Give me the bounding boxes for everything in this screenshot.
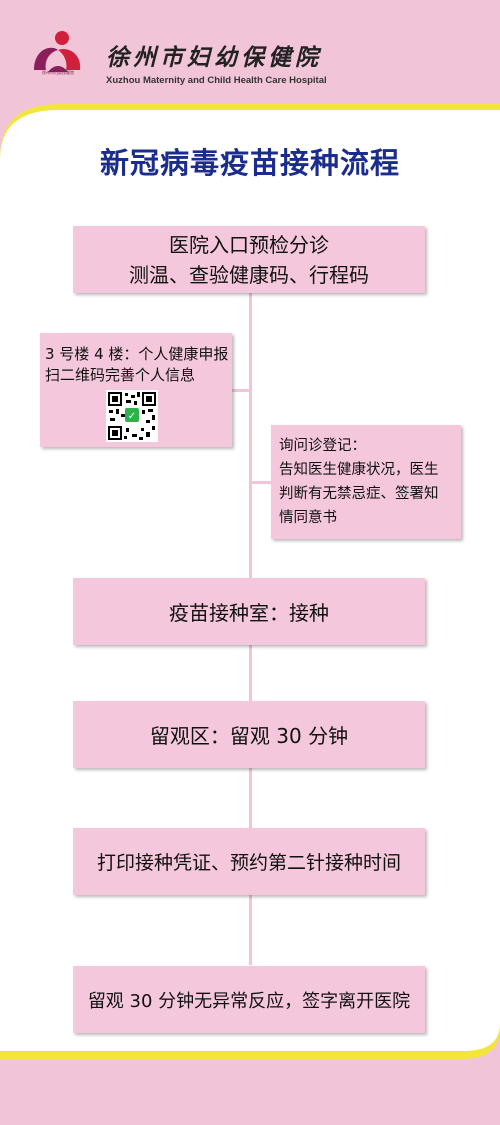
step-consult-line2: 告知医生健康状况，医生 — [279, 462, 439, 478]
step-consult-line4: 情同意书 — [279, 510, 337, 526]
page-title: 新冠病毒疫苗接种流程 — [99, 146, 400, 180]
left-branch-connector — [232, 389, 250, 392]
step-print-certificate-box: 打印接种凭证、预约第二针接种时间 — [73, 828, 425, 895]
step-vaccination-label: 疫苗接种室：接种 — [169, 601, 329, 625]
right-branch-connector — [251, 481, 271, 484]
step-register-line1: 3 号楼 4 楼：个人健康申报 — [45, 345, 229, 363]
hospital-name-en: Xuzhou Maternity and Child Health Care H… — [106, 75, 327, 86]
step-register-line2: 扫二维码完善个人信息 — [45, 366, 196, 384]
step-leave-box: 留观 30 分钟无异常反应，签字离开医院 — [73, 966, 425, 1033]
step-triage-box: 医院入口预检分诊 测温、查验健康码、行程码 — [73, 226, 425, 293]
qr-code-icon[interactable]: ✓ — [106, 390, 158, 442]
step-consult-box: 询问诊登记： 告知医生健康状况，医生 判断有无禁忌症、签署知 情同意书 — [271, 425, 461, 539]
hospital-logo-icon — [34, 31, 81, 72]
svg-text:✓: ✓ — [128, 411, 136, 422]
step-register-info-box: 3 号楼 4 楼：个人健康申报 扫二维码完善个人信息 ✓ — [40, 333, 232, 447]
header: 徐州市妇幼保健院 徐州市妇幼保健院 Xuzhou Maternity and C… — [0, 0, 500, 105]
step-triage-line2: 测温、查验健康码、行程码 — [129, 262, 369, 287]
step-observation-box: 留观区：留观 30 分钟 — [73, 701, 425, 768]
step-consult-line1: 询问诊登记： — [279, 438, 366, 454]
step-triage-line1: 医院入口预检分诊 — [169, 232, 329, 257]
logo-caption: 徐州市妇幼保健院 — [42, 70, 74, 75]
hospital-name-cn: 徐州市妇幼保健院 — [106, 44, 322, 71]
step-observation-label: 留观区：留观 30 分钟 — [149, 724, 349, 748]
step-print-certificate-label: 打印接种凭证、预约第二针接种时间 — [96, 852, 401, 874]
step-leave-label: 留观 30 分钟无异常反应，签字离开医院 — [87, 990, 411, 1012]
step-consult-line3: 判断有无禁忌症、签署知 — [279, 486, 439, 502]
step-vaccination-box: 疫苗接种室：接种 — [73, 578, 425, 645]
